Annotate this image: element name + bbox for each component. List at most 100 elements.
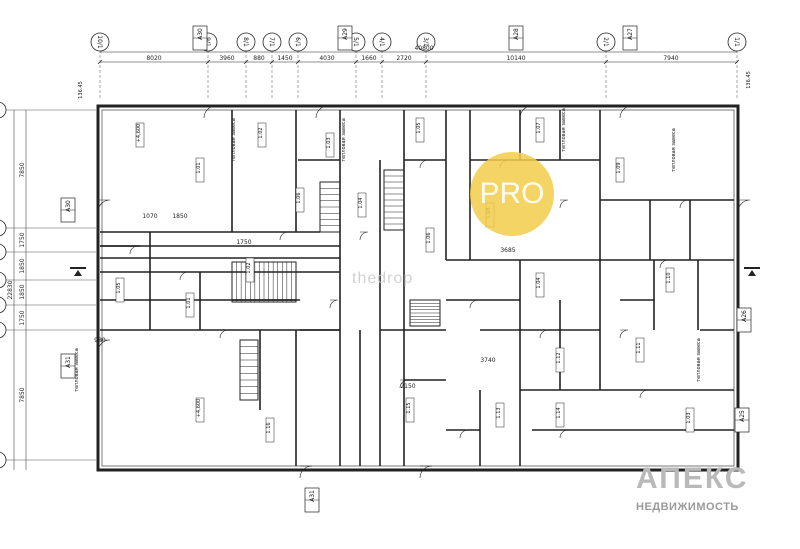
room-tag-label: 1.02 <box>246 262 252 273</box>
room-tag-box <box>115 277 125 303</box>
axis-bubble-left <box>0 321 7 339</box>
stair-core <box>239 339 259 401</box>
dim-tick <box>603 59 609 65</box>
vestibule-label: тепловая завеса <box>231 118 237 162</box>
dim-label-interior: 1750 <box>236 239 251 246</box>
apex-logo-name: АПЕКС <box>636 462 749 495</box>
room-tag-label: 1.11 <box>636 342 642 353</box>
dim-label-top: 1450 <box>277 55 292 62</box>
dim-tick <box>379 59 385 65</box>
dim-label-left: 7850 <box>19 387 26 402</box>
axis-bubble <box>372 32 392 52</box>
pro-watermark-text: PRO <box>479 177 545 210</box>
room-tag-label: 1.14 <box>556 407 562 418</box>
room-tag-label: 1.03 <box>326 137 332 148</box>
dim-label-interior: 1850 <box>172 213 187 220</box>
door-swing <box>619 105 633 119</box>
axis-bubble <box>288 32 308 52</box>
door-swing <box>219 329 229 339</box>
door-swing <box>469 299 479 309</box>
door-swing <box>203 105 217 119</box>
door-swing <box>399 379 409 389</box>
room-tag-label: 1.05 <box>116 282 122 293</box>
axis-label: 10/1 <box>96 35 103 49</box>
room-tag-label: 1.04 <box>358 197 364 208</box>
axis-bubble <box>416 32 436 52</box>
axis-label: 8/1 <box>242 37 249 47</box>
dim-label-top: 2720 <box>396 55 411 62</box>
room-tag-label: 1.04 <box>536 277 542 288</box>
axis-bubble-left <box>0 101 7 119</box>
dim-tick <box>353 59 359 65</box>
door-swing <box>559 199 569 209</box>
room-tag-label: 1.12 <box>556 352 562 363</box>
callout-label: A31 <box>65 356 72 368</box>
room-tag-box <box>245 257 255 283</box>
outer-wall <box>96 104 740 472</box>
room-tag-box <box>635 337 645 363</box>
room-tag-label: 1.06 <box>426 232 432 243</box>
room-tag-label: 1.01 <box>186 297 192 308</box>
callout-label: A30 <box>65 200 72 212</box>
axis-bubble-left <box>0 296 7 314</box>
room-tag-box <box>425 227 435 253</box>
vestibule-label: тепловая завеса <box>561 108 567 152</box>
callout-label: A27 <box>627 28 634 40</box>
dim-label-top: 10140 <box>506 55 525 62</box>
dim-tick <box>97 59 103 65</box>
room-tag-box <box>495 402 505 428</box>
axis-bubble-left <box>0 271 7 289</box>
door-swing <box>97 339 111 353</box>
corner-elevation: 136.45 <box>78 81 84 99</box>
room-tag-box <box>535 117 545 143</box>
dim-tick <box>269 59 275 65</box>
door-swing <box>179 271 189 281</box>
room-tag-label: +4,600 <box>196 399 202 418</box>
door-swing <box>737 199 751 213</box>
door-swing <box>459 429 469 439</box>
vestibule-label: тепловая завеса <box>341 118 347 162</box>
room-tag-box <box>665 267 675 293</box>
door-swing <box>679 199 689 209</box>
door-swing <box>315 105 329 119</box>
dim-label-overall: 40800 <box>414 45 433 52</box>
dim-label-interior: 3740 <box>480 357 495 364</box>
callout-label: A25 <box>739 410 746 422</box>
room-tag-label: 1.10 <box>666 272 672 283</box>
axis-bubble <box>596 32 616 52</box>
dim-tick <box>734 59 740 65</box>
door-swing <box>519 105 533 119</box>
room-tag-label: 1.02 <box>258 127 264 138</box>
dim-label-left: 1750 <box>19 232 26 247</box>
callout-label: A28 <box>513 28 520 40</box>
callout-label: A30 <box>197 28 204 40</box>
room-tag-box <box>325 132 335 158</box>
dim-label-interior: 3685 <box>500 247 515 254</box>
dim-label-interior: 2150 <box>400 383 415 390</box>
corner-elevation: 136.45 <box>746 71 752 89</box>
dim-label-top: 8020 <box>146 55 161 62</box>
vestibule-label: тепловая завеса <box>671 128 677 172</box>
door-swing <box>97 199 111 213</box>
dim-label-left: 1750 <box>19 310 26 325</box>
axis-bubble-left <box>0 451 7 469</box>
door-swing <box>619 329 629 339</box>
door-swing <box>659 259 669 269</box>
axis-label: 4/1 <box>378 37 385 47</box>
room-tag-label: 1.15 <box>406 402 412 413</box>
room-tag-box <box>405 397 415 423</box>
room-tag-label: 1.05 <box>416 122 422 133</box>
room-tag-label: +4,600 <box>136 124 142 143</box>
callout-label: A26 <box>741 310 748 322</box>
dim-label-top: 7940 <box>663 55 678 62</box>
axis-label: 9/1 <box>204 37 211 47</box>
dim-label-left: 1850 <box>19 284 26 299</box>
dim-tick <box>205 59 211 65</box>
axis-label: 3/1 <box>422 37 429 47</box>
dim-label-left: 1850 <box>19 258 26 273</box>
axis-bubble <box>262 32 282 52</box>
site-watermark: thedrop <box>352 270 414 287</box>
